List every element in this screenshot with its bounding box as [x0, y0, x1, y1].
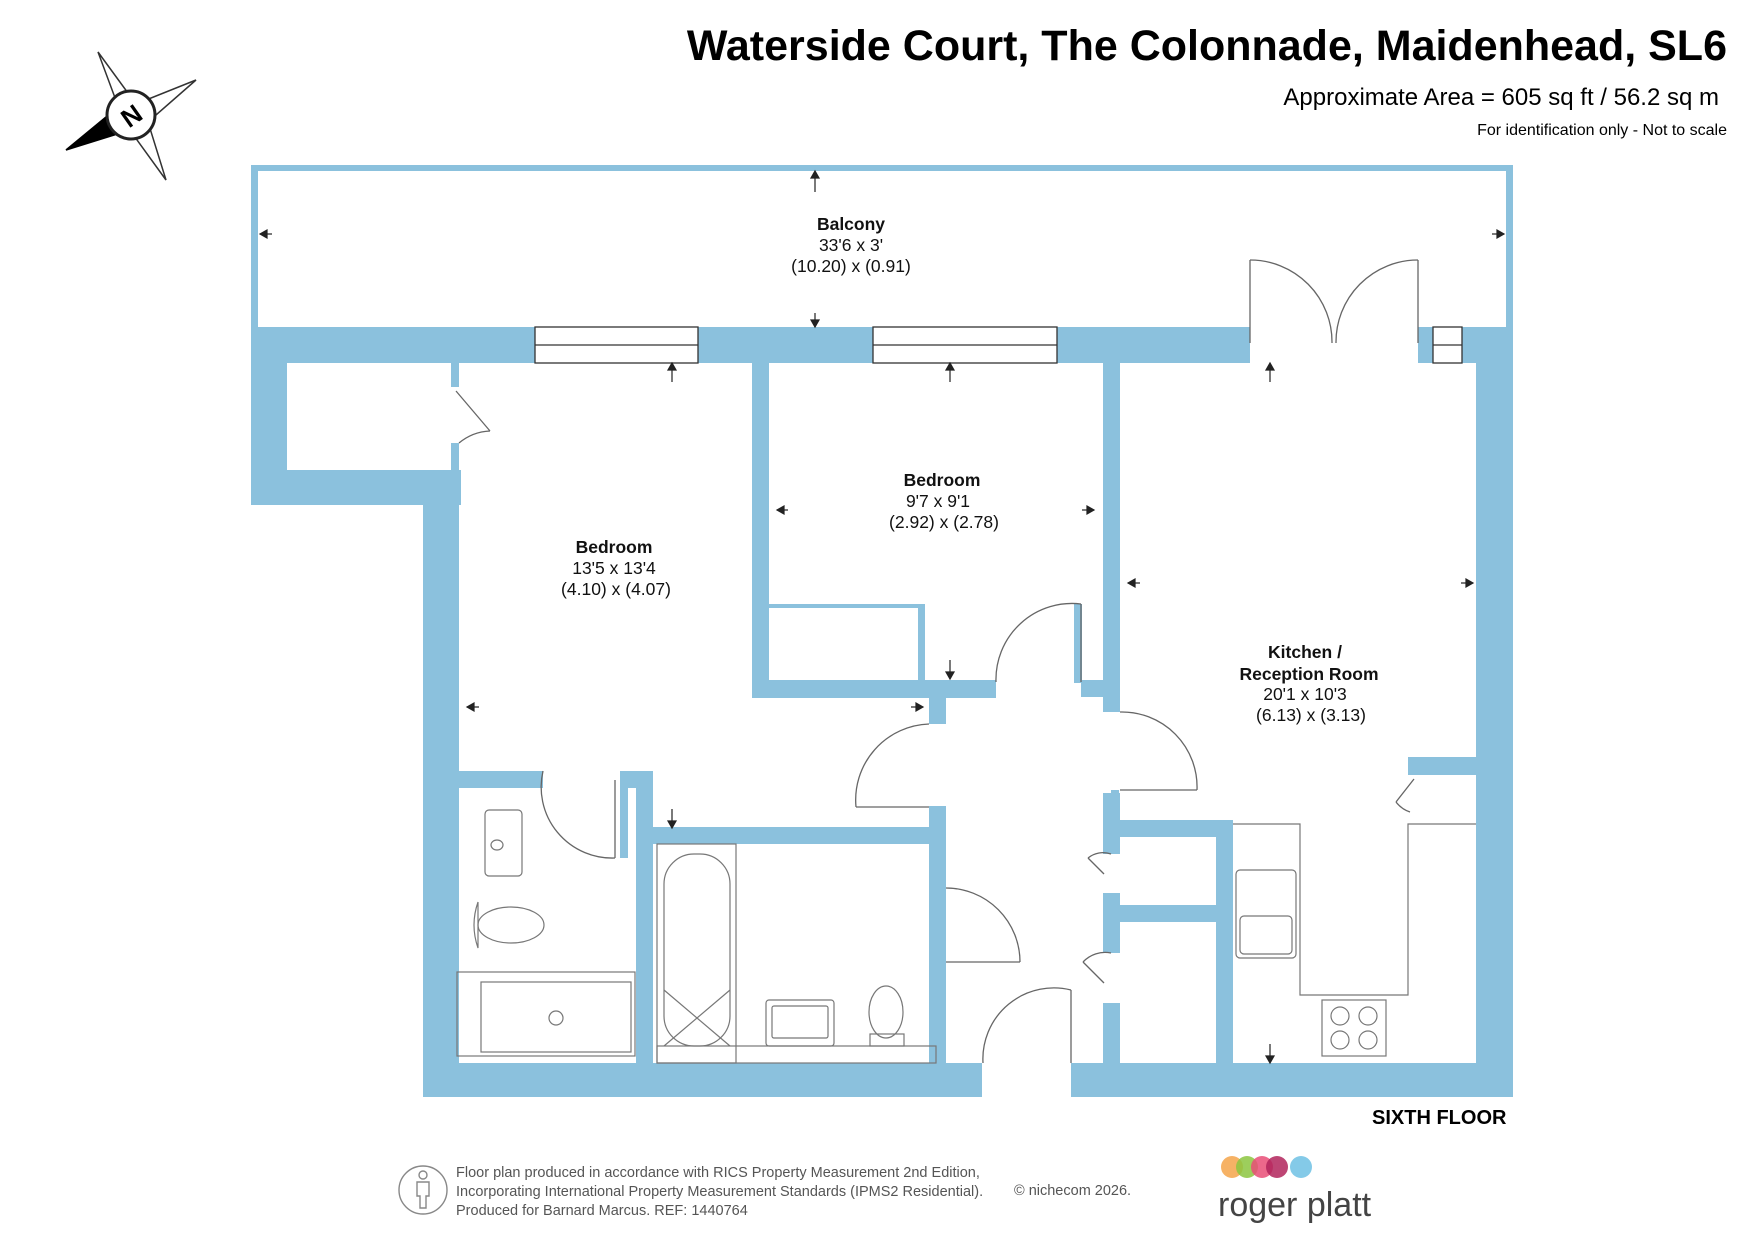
disclaimer: For identification only - Not to scale — [1477, 122, 1727, 139]
brand-logo-dots — [1221, 1156, 1312, 1178]
room-label-bedroom-second: Bedroom 9'7 x 9'1 (2.92) x (2.78) — [889, 470, 999, 532]
svg-text:Bedroom: Bedroom — [576, 537, 653, 557]
footer-line-3: Produced for Barnard Marcus. REF: 144076… — [456, 1203, 748, 1219]
footer-text: Floor plan produced in accordance with R… — [456, 1164, 983, 1221]
svg-text:Balcony: Balcony — [817, 214, 885, 234]
svg-text:Kitchen /: Kitchen / — [1268, 642, 1342, 662]
room-label-balcony: Balcony 33'6 x 3' (10.20) x (0.91) — [791, 214, 911, 276]
approximate-area: Approximate Area = 605 sq ft / 56.2 sq m — [1283, 84, 1719, 111]
svg-text:9'7 x 9'1: 9'7 x 9'1 — [906, 491, 970, 511]
person-icon — [398, 1165, 448, 1215]
north-compass-icon: N — [65, 51, 197, 181]
dimension-arrows — [258, 169, 1506, 1065]
svg-text:13'5 x 13'4: 13'5 x 13'4 — [572, 558, 656, 578]
svg-text:(4.10) x (4.07): (4.10) x (4.07) — [561, 579, 671, 599]
room-label-bedroom-main: Bedroom 13'5 x 13'4 (4.10) x (4.07) — [561, 537, 671, 599]
floor-label: SIXTH FLOOR — [1372, 1107, 1507, 1129]
brand-dot — [1266, 1156, 1288, 1178]
page-title: Waterside Court, The Colonnade, Maidenhe… — [686, 22, 1727, 70]
footer-line-1: Floor plan produced in accordance with R… — [456, 1165, 980, 1181]
walls — [251, 165, 1513, 1097]
svg-text:Reception Room: Reception Room — [1239, 664, 1378, 684]
room-label-kitchen: Kitchen / Reception Room 20'1 x 10'3 (6.… — [1239, 642, 1378, 725]
brand-dot — [1290, 1156, 1312, 1178]
svg-text:Bedroom: Bedroom — [904, 470, 981, 490]
doors — [455, 259, 1419, 1064]
copyright: © nichecom 2026. — [1014, 1183, 1132, 1199]
svg-text:33'6 x 3': 33'6 x 3' — [819, 235, 883, 255]
svg-text:(2.92) x (2.78): (2.92) x (2.78) — [889, 512, 999, 532]
brand-name: roger platt — [1218, 1186, 1372, 1224]
svg-text:(10.20) x (0.91): (10.20) x (0.91) — [791, 256, 911, 276]
windows — [534, 326, 1463, 364]
svg-text:20'1 x 10'3: 20'1 x 10'3 — [1263, 684, 1347, 704]
svg-text:(6.13) x (3.13): (6.13) x (3.13) — [1256, 705, 1366, 725]
footer-line-2: Incorporating International Property Mea… — [456, 1184, 984, 1200]
fixtures — [456, 809, 1476, 1064]
